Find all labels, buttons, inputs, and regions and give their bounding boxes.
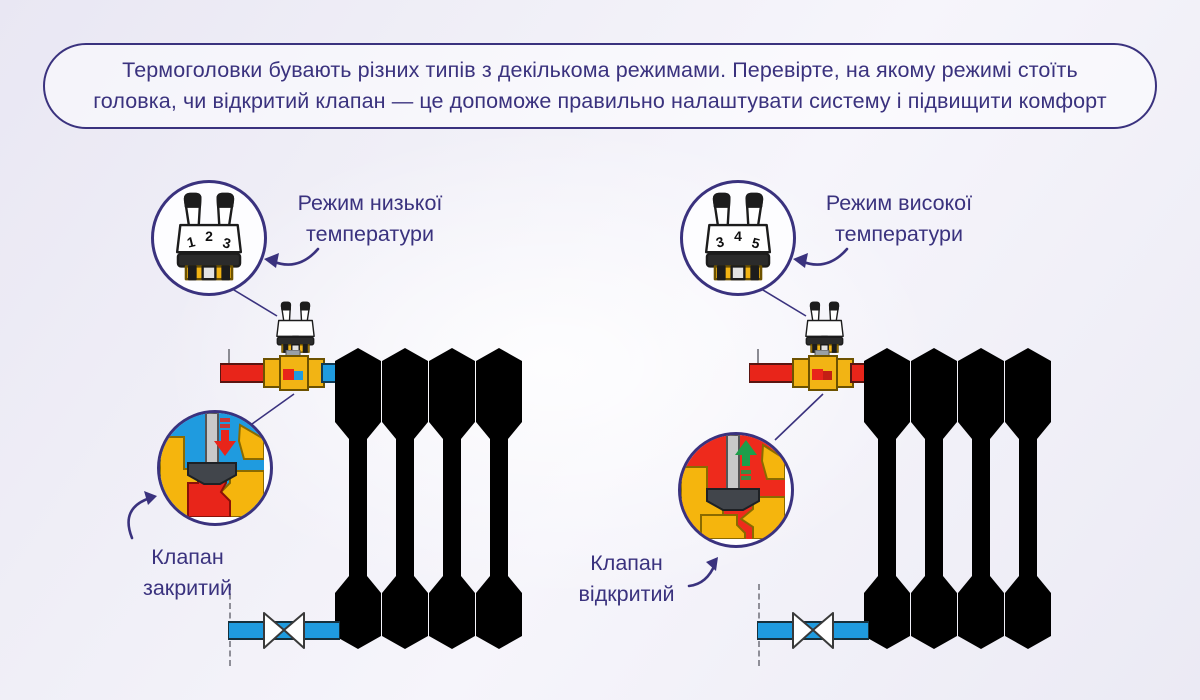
inlet-pipe-hot <box>749 363 796 383</box>
info-banner: Термоголовки бувають різних типів з декі… <box>43 43 1157 129</box>
thermohead-zoom-circle: 1 2 3 <box>151 180 267 296</box>
open-direction-arrow <box>735 440 757 480</box>
curved-arrow-icon <box>793 247 849 268</box>
closed-direction-arrow <box>214 418 236 456</box>
pipe-axis-mark <box>228 349 230 365</box>
thermohead-scale-numbers: 3 4 5 <box>699 228 777 252</box>
scale-number: 4 <box>734 228 742 244</box>
curved-arrow-icon <box>127 491 157 540</box>
mode-label: Режим низької температури <box>250 188 490 250</box>
return-pipe-with-valve <box>757 612 869 649</box>
valve-label-line1: Клапан <box>590 551 663 575</box>
valve-water-outlet <box>823 371 832 380</box>
valve-zoom-circle-closed <box>157 410 273 526</box>
radiator-hot <box>864 348 1051 649</box>
open-valve-icon <box>681 435 785 539</box>
mode-label-line1: Режим низької <box>297 191 443 215</box>
thermohead-small-icon <box>276 301 315 353</box>
scale-number: 2 <box>205 228 213 244</box>
diagram-high-temperature: 3 4 5 Режим високої температури <box>579 170 1109 690</box>
radiator-valve-assembly <box>220 350 350 391</box>
mode-label-line2: температури <box>306 222 434 246</box>
mode-label-line1: Режим високої <box>825 191 973 215</box>
valve-label-line2: закритий <box>142 576 233 600</box>
radiator-valve-assembly <box>749 350 879 391</box>
pipe-axis-mark <box>757 349 759 365</box>
inlet-pipe-hot <box>220 363 267 383</box>
thermohead-zoom-circle: 3 4 5 <box>680 180 796 296</box>
valve-label-line1: Клапан <box>151 545 224 569</box>
return-pipe-with-valve <box>228 612 340 649</box>
diagram-low-temperature: 1 2 3 Режим низької температури <box>100 170 580 690</box>
valve-water-outlet <box>294 371 303 380</box>
thermohead-small-icon <box>805 301 844 353</box>
mode-label-line2: температури <box>835 222 963 246</box>
valve-state-label: Клапан відкритий <box>544 548 709 610</box>
mode-label: Режим високої температури <box>779 188 1019 250</box>
valve-water-inlet <box>283 369 294 380</box>
closed-valve-icon <box>160 413 264 517</box>
curved-arrow-icon <box>687 557 718 588</box>
curved-arrow-icon <box>264 247 320 268</box>
radiator-cold <box>335 348 522 649</box>
info-banner-text: Термоголовки бувають різних типів з декі… <box>93 58 1107 113</box>
valve-water-inlet <box>812 369 823 380</box>
thermohead-scale-numbers: 1 2 3 <box>170 228 248 252</box>
valve-label-line2: відкритий <box>578 582 675 606</box>
valve-zoom-circle-open <box>678 432 794 548</box>
valve-state-label: Клапан закритий <box>105 542 270 604</box>
